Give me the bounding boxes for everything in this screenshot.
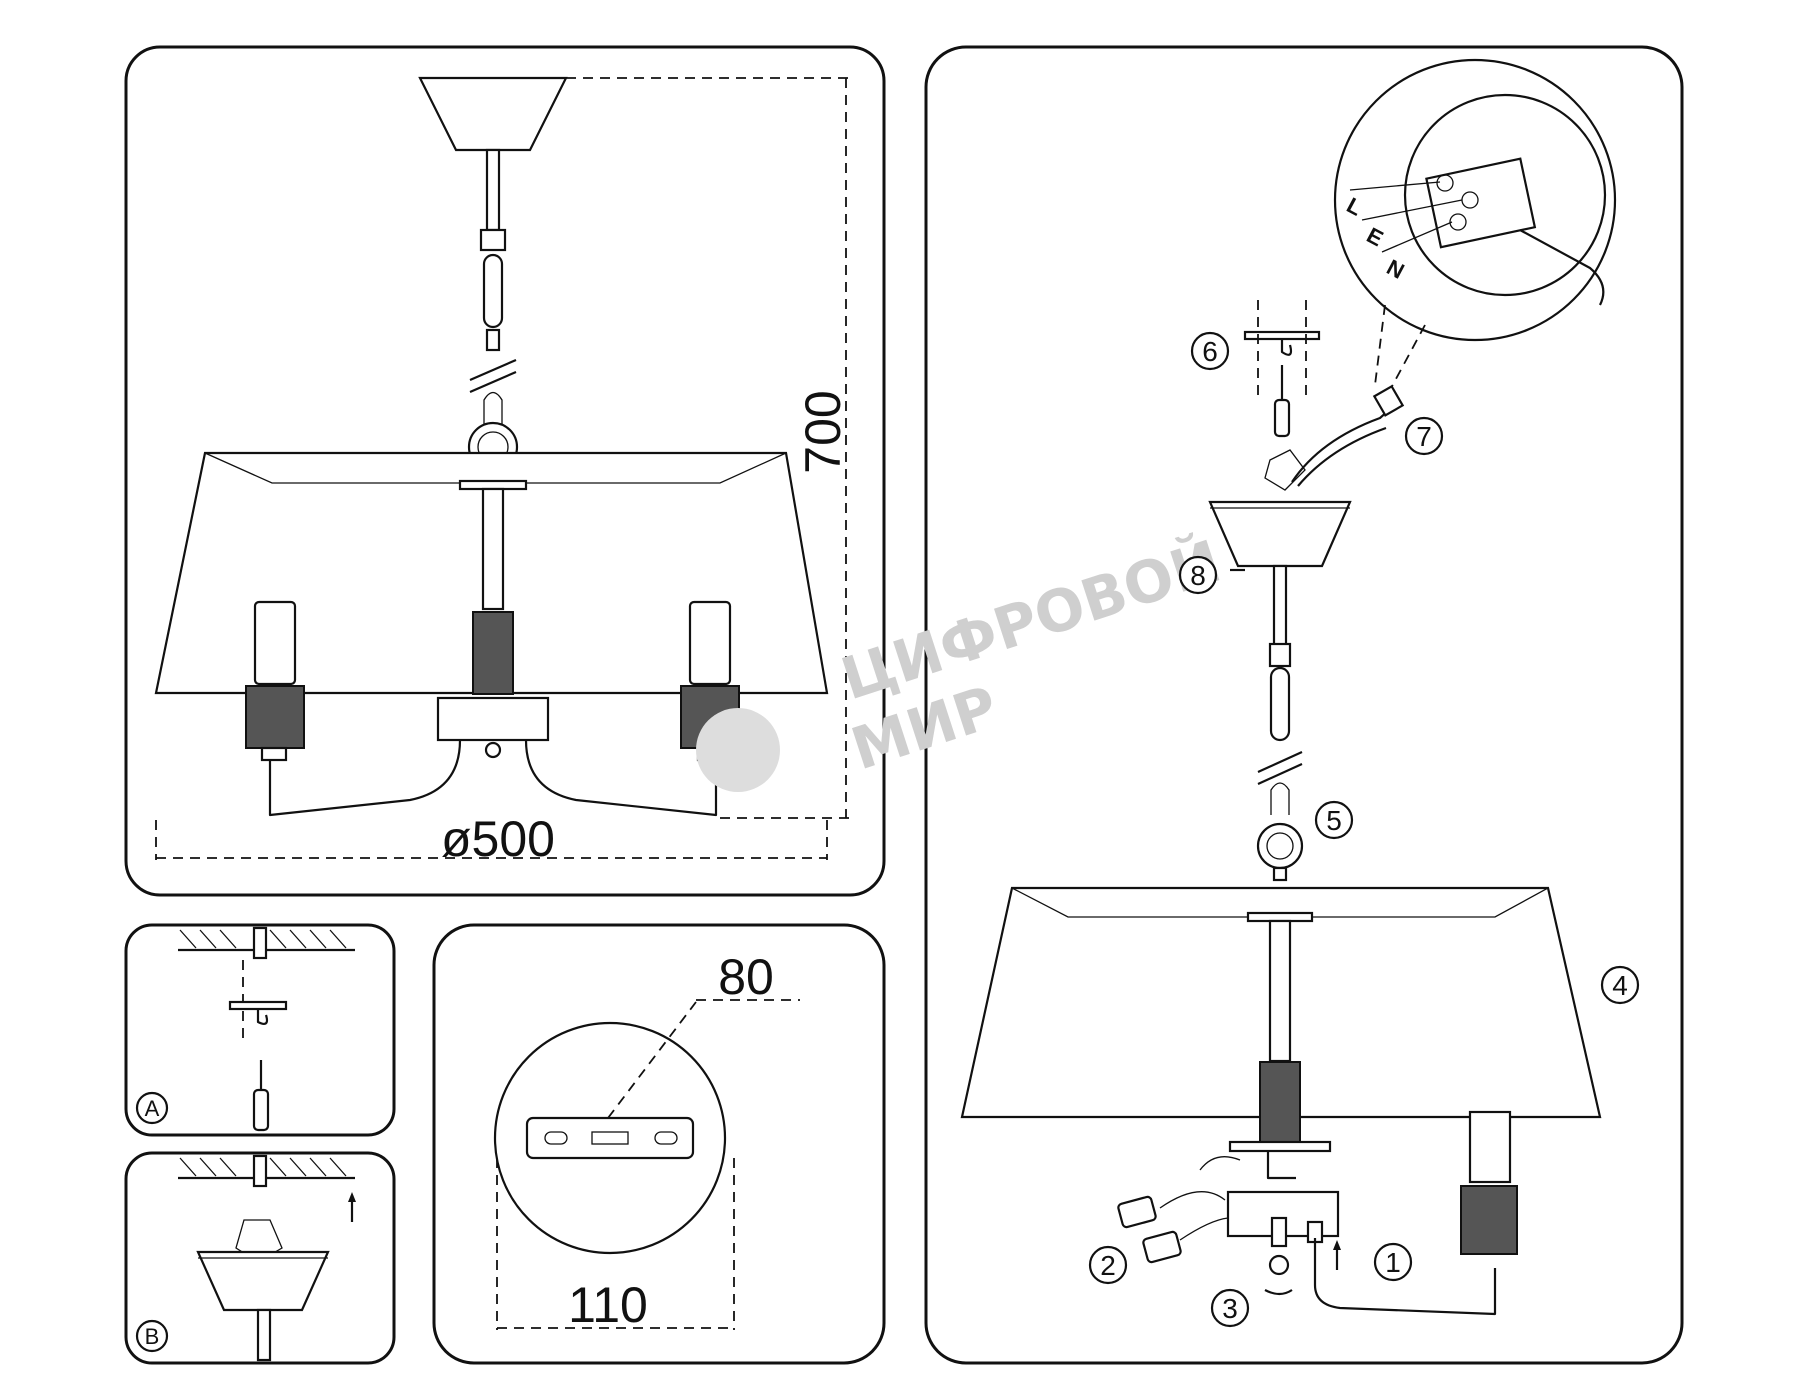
mounting-plate-drawing bbox=[493, 999, 800, 1330]
plate-hole-label: 80 bbox=[718, 949, 774, 1005]
step-1-label: 1 bbox=[1385, 1247, 1401, 1278]
body-box bbox=[436, 696, 550, 742]
step-4-marker bbox=[1600, 965, 1640, 1005]
right-bulb-candle bbox=[688, 600, 732, 686]
chandelier-dimension-drawing bbox=[154, 76, 850, 860]
screwdriver-a bbox=[252, 1088, 270, 1132]
step-7-label: 7 bbox=[1416, 421, 1432, 452]
bulb-candle-1 bbox=[1468, 1110, 1512, 1184]
socket-wires bbox=[1159, 1156, 1241, 1241]
bracket-7 bbox=[1264, 449, 1306, 491]
top-rod bbox=[485, 148, 501, 232]
height-label: 700 bbox=[795, 390, 851, 473]
step-6-marker bbox=[1190, 331, 1230, 371]
hook-6 bbox=[1280, 339, 1293, 356]
ground-wire bbox=[1519, 229, 1605, 306]
watermark-logo bbox=[696, 708, 780, 792]
step-b-label: B bbox=[145, 1324, 160, 1349]
terminal-block bbox=[1425, 157, 1537, 249]
socket-2a bbox=[1117, 1195, 1157, 1229]
step-4-label: 4 bbox=[1612, 970, 1628, 1001]
suspension-ring-5 bbox=[1256, 822, 1304, 870]
assembly-panel bbox=[924, 45, 1684, 1365]
right-arm bbox=[524, 739, 718, 817]
rod-8 bbox=[1272, 564, 1288, 648]
step-5-label: 5 bbox=[1326, 805, 1342, 836]
step-a-marker bbox=[135, 1091, 169, 1125]
mounting-bar-6 bbox=[1243, 330, 1321, 341]
mounting-hook-assembly bbox=[1243, 300, 1321, 438]
hook-a bbox=[256, 1009, 269, 1025]
ceiling-canopy bbox=[418, 76, 568, 152]
chain-connector bbox=[479, 228, 507, 252]
rotate-arrow-3 bbox=[1264, 1289, 1293, 1296]
left-crystal bbox=[245, 685, 305, 749]
left-bulb-candle bbox=[253, 600, 297, 686]
step-1-marker bbox=[1373, 1242, 1413, 1282]
step-7-marker bbox=[1404, 416, 1444, 456]
wiring-detail-outer bbox=[1333, 58, 1617, 342]
step-8-label: 8 bbox=[1190, 560, 1206, 591]
wiring-detail bbox=[1333, 58, 1617, 391]
step-b-marker bbox=[135, 1319, 169, 1353]
step-a-panel bbox=[124, 923, 396, 1137]
mounting-bar-a bbox=[228, 1000, 288, 1011]
chain-link-bottom bbox=[483, 391, 503, 425]
left-arm bbox=[268, 739, 462, 817]
step-5-marker bbox=[1314, 800, 1354, 840]
chain-break-mark bbox=[469, 358, 517, 382]
mounting-bar bbox=[525, 1116, 695, 1160]
chain-link-5 bbox=[1269, 666, 1291, 742]
lamp-assembly bbox=[960, 886, 1602, 1316]
socket-2b bbox=[1142, 1230, 1182, 1264]
diameter-label: ø500 bbox=[441, 811, 555, 867]
arm-1 bbox=[1313, 1238, 1497, 1316]
chain-break-mark-2 bbox=[469, 370, 517, 394]
crystal-1 bbox=[1460, 1185, 1518, 1255]
canopy-assembly bbox=[1208, 384, 1405, 668]
step-2-label: 2 bbox=[1100, 1250, 1116, 1281]
wire-connector bbox=[1372, 384, 1405, 417]
canopy-b bbox=[196, 1250, 330, 1312]
central-crystal bbox=[472, 611, 514, 695]
step-3-label: 3 bbox=[1222, 1293, 1238, 1324]
canopy-drawing-b bbox=[178, 1154, 356, 1362]
step-3-marker bbox=[1210, 1288, 1250, 1328]
step-8-marker bbox=[1178, 555, 1218, 595]
central-stem bbox=[481, 487, 505, 611]
step-a-label: A bbox=[145, 1096, 160, 1121]
mount-plate-drawing-a bbox=[178, 926, 355, 1132]
chain-assembly bbox=[1256, 666, 1304, 882]
central-crystal-4 bbox=[1259, 1061, 1301, 1143]
plate-width-label: 110 bbox=[568, 1277, 648, 1333]
step-2-marker bbox=[1088, 1245, 1128, 1285]
shade-holder bbox=[458, 479, 528, 491]
screwdriver-6 bbox=[1273, 398, 1291, 438]
canopy-8 bbox=[1208, 500, 1352, 568]
chain-link bbox=[482, 253, 504, 329]
step-6-label: 6 bbox=[1202, 336, 1218, 367]
wiring-detail-inner bbox=[1403, 93, 1607, 297]
central-stem-4 bbox=[1268, 919, 1292, 1063]
chain-link-small bbox=[485, 328, 501, 352]
